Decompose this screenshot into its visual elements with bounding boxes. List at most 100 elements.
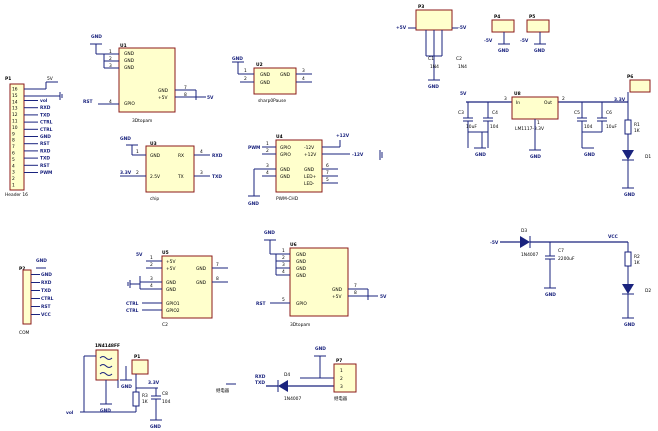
p2-net-2: TXD [41,288,51,294]
p1-pin-8: 8 [12,138,15,144]
p1-pin-9: 9 [12,131,15,137]
p1-pin-4: 4 [12,163,15,169]
relay-rxd-net: RXD [255,374,266,380]
u3-body [145,145,195,193]
vcc-c7-label: C7 [558,248,564,254]
u4-gnd-label: GND [248,201,259,207]
reg-c3-val: 10uF [466,124,477,130]
module-u6: U6 3Dtopam GND GND GND GND GPIO GND +5V … [256,230,387,328]
u1-pin-gnd-1: GND [124,51,135,57]
u4-pin-no-3: 3 [266,163,269,169]
vcc-in-net: -5V [490,240,499,246]
vcc-diode-d3 [520,236,530,248]
u4-12v-net: +12V [336,133,350,139]
u5-pin-no-1: 1 [150,255,153,261]
p4-net: -5V [484,38,493,44]
u1-footer: 3Dtopam [132,118,152,124]
u5-gnd-r1: GND [196,266,207,272]
u1-pin-no-2: 2 [109,56,112,62]
u1-body [118,47,176,113]
u3-gnd-label: GND [120,136,131,142]
u1-pin-no-1: 1 [109,49,112,55]
u4-footer: PWM-CHD [276,196,299,202]
u4-pwm-net: PWM [248,145,260,151]
p1-pin-12: 12 [12,112,18,118]
connector-p5: P5 -5V GND [520,14,550,54]
p1-power-net: 5V [47,76,53,82]
u4-pin-no-4: 4 [266,170,269,176]
p1-ref: P1 [5,76,11,82]
u3-pin-no-2: 2 [136,170,139,176]
reg-33v-net: 3.3V [614,97,626,103]
reg-r1-label: R1 [634,122,640,128]
u4-pin-no-2: 2 [266,148,269,154]
reg-c4-val: 104 [490,124,499,130]
p1-pin-3: 3 [12,170,15,176]
reg-c5-val: 104 [584,124,593,130]
p2-gnd: GND [36,258,47,264]
u5-gnd-1: GND [166,280,177,286]
reg-r1 [624,119,632,135]
u5-pin-no-4: 4 [150,283,153,289]
u1-pin-5v: +5V [158,95,167,101]
power-vcc-section: -5V D3 1N4007 VCC GND C7 2200uF R2 1K D2… [490,228,651,328]
p2-ref: P2 [19,266,25,272]
p1-pin-16: 16 [12,87,18,93]
reg-5v-net: 5V [460,91,467,97]
u6-pin-no-7: 7 [354,283,357,289]
relay-section: 1N4148FF P1 3.3V R3 1K C8 104 GND GND vo… [66,343,357,430]
relay-part: 1N4148FF [95,343,120,349]
reg-c5: C5 [574,110,580,116]
u2-gnd-2: GND [260,80,271,86]
u6-pin-no-5: 5 [282,297,285,303]
reg-gnd-r: GND [584,152,595,158]
u5-5v-1: +5V [166,259,175,265]
relay-txd-net: TXD [255,380,265,386]
u1-pin-gnd-3: GND [124,65,135,71]
reg-led-gnd: GND [624,192,635,198]
u1-pin-gnd-2: GND [124,58,135,64]
u5-footer: C2 [162,322,168,328]
relay-c-label: C8 [162,391,168,397]
p1-net-0: vol [40,98,48,104]
relay-p7-pin-1: 1 [340,368,343,374]
reg-c6: C6 [606,110,612,116]
u5-pin-no-2: 2 [150,262,153,268]
u1-pin-no-3: 3 [109,63,112,69]
module-u4: U4 PWM-CHD GPIO GPIO GND GND -12V +12V G… [248,133,383,207]
p1-pin-1: 1 [12,183,15,189]
u2-pin-no-1: 1 [244,68,247,74]
p3-ref: P3 [418,4,424,10]
module-u1: U1 3Dtopam GND GND GND GPIO GND +5V 1 2 … [83,34,214,124]
p3-gnd-label: GND [428,84,439,90]
u4-pin-no-5: 5 [326,177,329,183]
u2-pin-no-4: 4 [302,76,305,82]
p1-net-8: TXD [40,156,50,162]
reg-r1-val: 1K [634,128,640,134]
u2-body [253,67,297,95]
relay-r-label: R3 [142,393,148,399]
u4-gpio-2: GPIO [280,152,291,158]
u6-gpio: GPIO [296,301,307,307]
p4-body [491,19,515,33]
u2-pin-no-3: 3 [302,68,305,74]
u2-gnd-label: GND [232,56,243,62]
relay-r [132,391,140,407]
relay-d4-val: 1N4007 [284,396,301,402]
u3-footer: chip [150,196,159,202]
reg-gnd: GND [530,154,541,160]
u6-pin-no-3: 3 [282,262,285,268]
relay-p7-ref: P7 [336,358,342,364]
regulator-section: 5V U8 In Out LM1117-3.3V GND 3 2 1 GND C… [458,74,651,198]
p3-body [415,9,453,31]
u6-gnd-label: GND [264,230,275,236]
vcc-d3-val: 1N4007 [521,252,538,258]
u5-gpio1: GPIO1 [166,301,180,307]
reg-ref: U8 [514,91,521,97]
relay-gnd: GND [100,408,111,414]
reg-pin-1: 1 [537,120,540,126]
reg-pin-2: 2 [562,96,565,102]
u5-pin-no-8: 8 [216,276,219,282]
u4-pin-no-1: 1 [266,141,269,147]
